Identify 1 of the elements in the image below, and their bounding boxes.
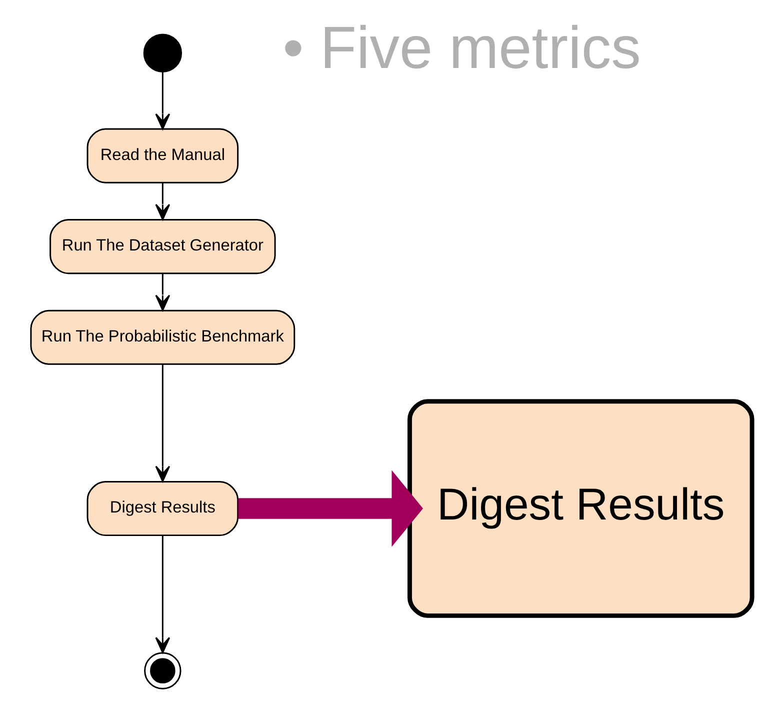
- label: • Five metrics: [282, 14, 640, 81]
